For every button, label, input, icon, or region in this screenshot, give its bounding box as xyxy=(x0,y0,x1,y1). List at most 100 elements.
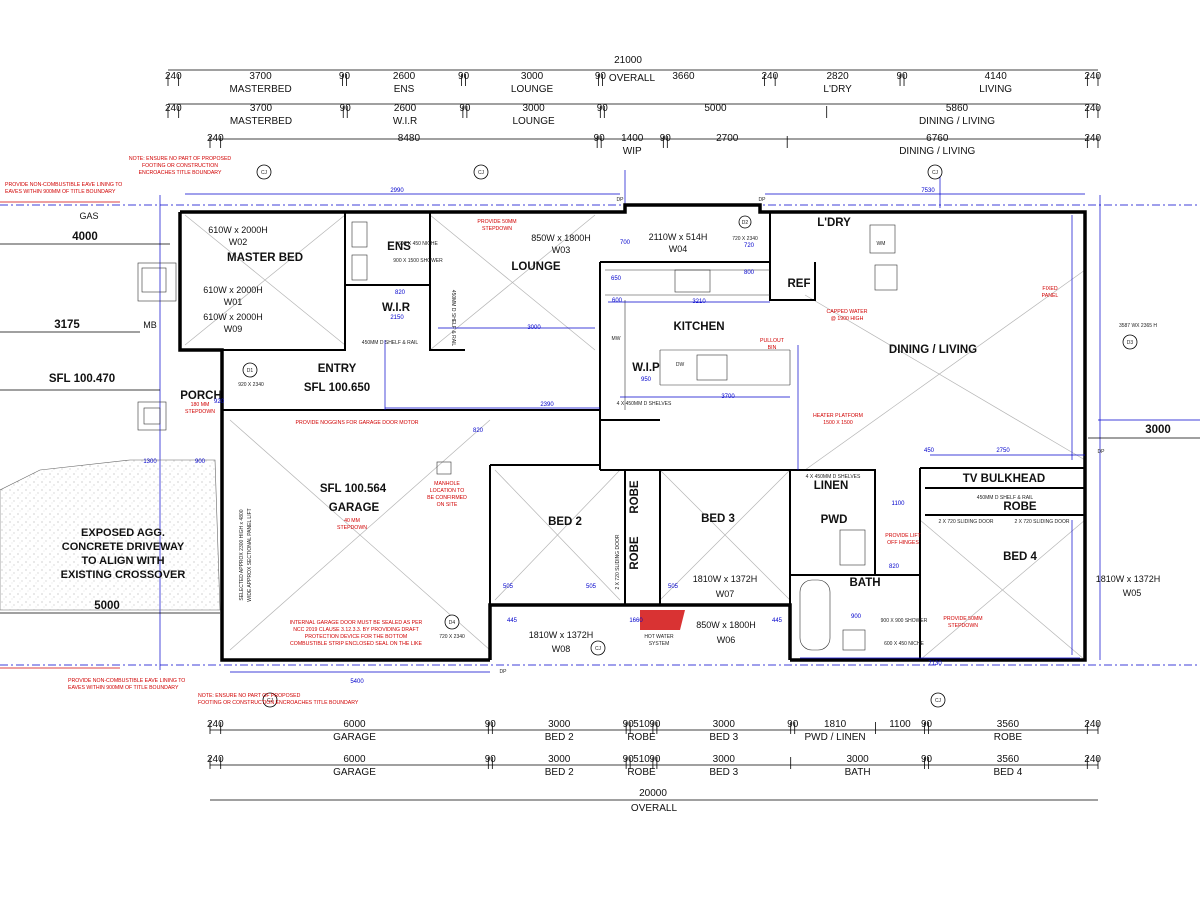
door-tag-d4 xyxy=(444,614,460,630)
top-row-2-seg-value: 90 xyxy=(459,103,471,114)
note-eave-top-2: EAVES WITHIN 900MM OF TITLE BOUNDARY xyxy=(5,189,116,195)
fixture-shower-bath: 900 X 900 SHOWER xyxy=(881,618,928,624)
note-manhole-1: MANHOLE xyxy=(434,481,460,487)
top-row-2-seg-label: W.I.R xyxy=(393,116,417,127)
top-row-2-seg-value: 90 xyxy=(340,103,352,114)
driveway-line-3: TO ALIGN WITH xyxy=(81,555,164,567)
cj-marker-5-label: CJ xyxy=(935,698,942,704)
room-tv-bulkhead: TV BULKHEAD xyxy=(963,473,1045,485)
bottom-row-1-seg-value: 3560 xyxy=(997,719,1020,730)
note-bath-step-1: PROVIDE 50MM xyxy=(943,616,982,622)
note-hot-water-1: HOT WATER xyxy=(644,634,674,640)
room-diagonals xyxy=(184,214,1086,661)
note-heater-1: HEATER PLATFORM xyxy=(813,413,863,419)
window-w04-size: 2110W x 514H xyxy=(649,232,708,242)
wall-bottom-mid xyxy=(488,603,792,660)
bottom-row-1-seg-label: BED 2 xyxy=(545,732,574,743)
room-dining-living: DINING / LIVING xyxy=(889,344,977,356)
bottom-overall-label: OVERALL xyxy=(631,803,678,814)
dining-diagonal-2 xyxy=(804,269,1086,471)
washer-space xyxy=(869,224,896,254)
note-bath-step-2: STEPDOWN xyxy=(948,623,978,629)
int-dim-820b: 820 xyxy=(889,564,900,570)
int-dim-7530: 7530 xyxy=(921,188,935,194)
wall-wir xyxy=(345,284,465,351)
window-w05-code: W05 xyxy=(1123,588,1142,598)
int-dim-800: 800 xyxy=(744,270,755,276)
cj-marker-6-label: CJ xyxy=(267,698,274,704)
note-internal-door-4: COMBUSTIBLE STRIP ENCLOSED SEAL ON THE L… xyxy=(290,641,422,647)
room-kitchen: KITCHEN xyxy=(673,321,724,333)
top-row-1-seg-value: 4140 xyxy=(985,71,1008,82)
int-dim-505c: 505 xyxy=(668,584,679,590)
top-row-2-seg-value: 5000 xyxy=(704,103,727,114)
garage-diagonal-2 xyxy=(229,419,491,651)
bottom-overall-value: 20000 xyxy=(639,788,667,799)
driveway-hatch xyxy=(0,459,221,611)
top-row-3-seg-value: 2700 xyxy=(716,133,739,144)
fixture-labels: 450MM D SHELF & RAIL 450MM D SHELF & RAI… xyxy=(362,241,1070,647)
room-robe-b: ROBE xyxy=(1003,501,1037,513)
hot-water-system-marker xyxy=(640,610,685,630)
room-bed2: BED 2 xyxy=(548,516,582,528)
bottom-row-2-seg-value: 3000 xyxy=(713,754,736,765)
floor-levels: SFL 100.650 SFL 100.564 SFL 100.470 xyxy=(0,373,387,495)
door-tag-d1 xyxy=(242,362,258,378)
top-row-3-seg-value: 8480 xyxy=(398,133,421,144)
note-pullout-1: PULLOUT xyxy=(760,338,785,344)
bottom-row-1-seg-value: 6000 xyxy=(343,719,366,730)
bottom-row-1-seg-label: PWD / LINEN xyxy=(805,732,866,743)
bottom-row-2-seg-label: ROBE xyxy=(627,767,656,778)
int-dim-3210: 3210 xyxy=(692,299,706,305)
wall-kitchen-west xyxy=(599,262,660,421)
top-row-1-seg-value: 3700 xyxy=(249,71,272,82)
note-manhole-3: BE CONFIRMED xyxy=(427,495,467,501)
top-row-1-seg-value: 240 xyxy=(165,71,182,82)
pwd-toilet xyxy=(839,529,866,566)
wall-bottom-left xyxy=(220,410,490,662)
fixture-dishwasher: DW xyxy=(676,362,685,368)
bottom-row-1-seg-label: ROBE xyxy=(627,732,656,743)
room-ens: ENS xyxy=(387,241,411,253)
driveway-label: EXPOSED AGG. CONCRETE DRIVEWAY TO ALIGN … xyxy=(61,527,186,581)
fixture-washing-machine: WM xyxy=(877,241,886,247)
cj-marker-1 xyxy=(256,164,272,180)
room-linen: LINEN xyxy=(814,480,849,492)
top-row-3-seg-value: 90 xyxy=(594,133,606,144)
room-master-bed: MASTER BED xyxy=(227,252,303,264)
cj-marker-6 xyxy=(262,692,278,708)
int-dim-5400: 5400 xyxy=(350,679,364,685)
bottom-row-2-seg-value: 90 xyxy=(649,754,661,765)
top-row-1-seg-value: 2820 xyxy=(826,71,849,82)
room-robe-a-bottom: ROBE xyxy=(629,536,641,570)
note-lounge-step-1: PROVIDE 50MM xyxy=(477,219,516,225)
window-labels: 610W x 2000H W02 610W x 2000H W01 610W x… xyxy=(203,225,1160,654)
top-row-2-seg-label: MASTERBED xyxy=(230,116,292,127)
door-tag-d4-label: D4 xyxy=(449,620,456,626)
gas-meter-box xyxy=(137,262,177,302)
int-dim-2150: 2150 xyxy=(390,315,404,321)
room-porch: PORCH xyxy=(180,390,222,402)
bottom-row-1-seg-value: 3000 xyxy=(548,719,571,730)
top-row-1-seg-label: LIVING xyxy=(979,84,1012,95)
note-capped-2: @ 1900 HIGH xyxy=(831,316,864,322)
wall-garage-north xyxy=(222,409,601,470)
note-porch-step-2: STEPDOWN xyxy=(185,409,215,415)
window-w03-size: 850W x 1800H xyxy=(531,233,591,243)
cooktop xyxy=(674,269,711,293)
int-dim-445a: 445 xyxy=(507,618,518,624)
door-tag-d2-label: D2 xyxy=(742,220,749,226)
bottom-row-1-seg-value: 90 xyxy=(623,719,635,730)
site-dimensions: 4000 3175 5000 3000 xyxy=(0,231,1171,614)
fixture-shapes xyxy=(137,221,898,651)
downpipe-1: DP xyxy=(617,197,625,203)
manhole-box xyxy=(436,461,452,475)
top-row-2-seg-value: 2600 xyxy=(394,103,417,114)
bottom-row-2-seg-label: GARAGE xyxy=(333,767,376,778)
downpipe-2: DP xyxy=(759,197,767,203)
int-dim-2750: 2750 xyxy=(996,448,1010,454)
top-row-2-seg-value: 240 xyxy=(165,103,182,114)
top-row-1-seg-label: L'DRY xyxy=(823,84,852,95)
wall-master-east xyxy=(180,212,346,351)
